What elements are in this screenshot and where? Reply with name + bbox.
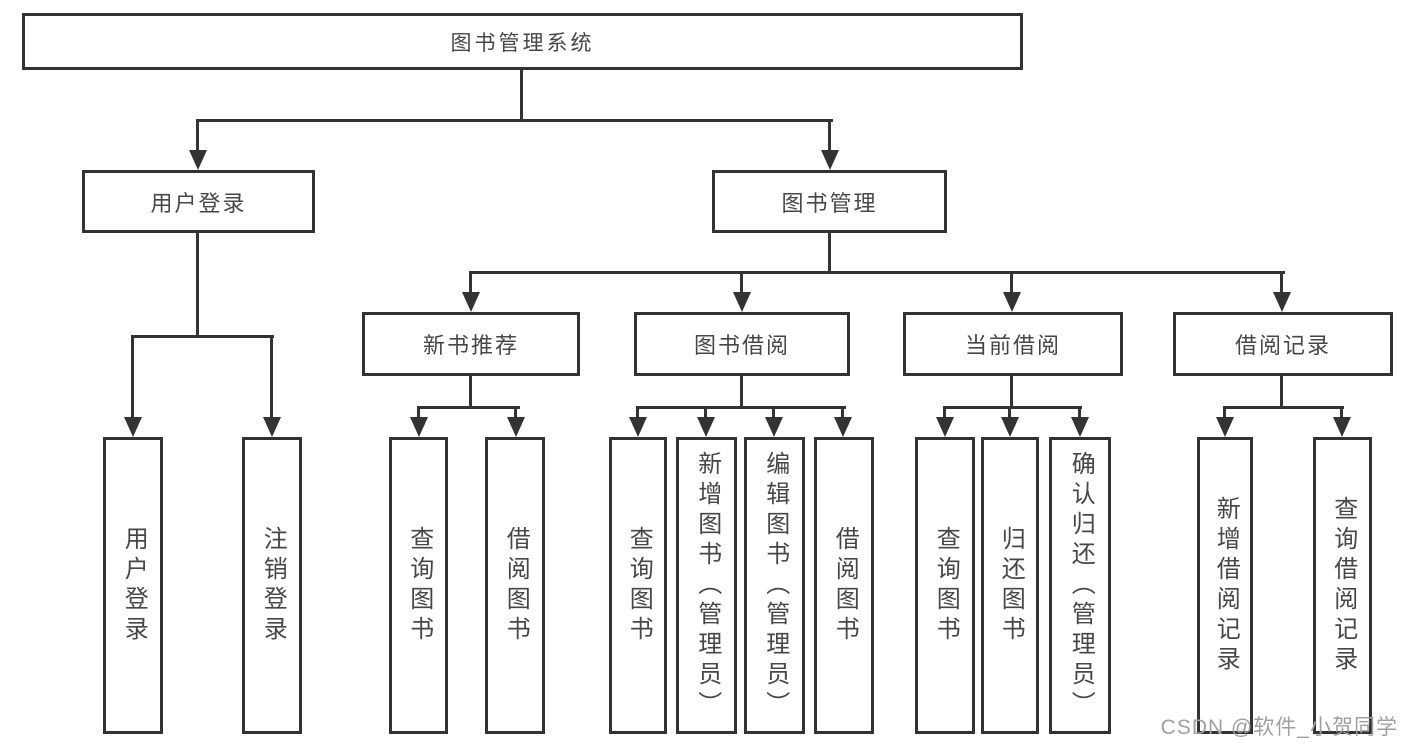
node-label: 图书管理 xyxy=(781,190,878,216)
arrowhead-down xyxy=(764,417,783,437)
connector-line xyxy=(841,407,844,420)
leaf-query-borrow-record: 查询借阅记录 xyxy=(1313,437,1372,734)
leaf-query-books-current: 查询图书 xyxy=(915,437,975,734)
connector-line xyxy=(131,335,274,338)
connector-line xyxy=(704,407,707,420)
connector-line xyxy=(1010,272,1013,295)
leaf-borrow-books: 借阅图书 xyxy=(814,437,874,734)
leaf-query-books-borrowing: 查询图书 xyxy=(609,437,667,734)
arrowhead-down xyxy=(1002,292,1021,312)
arrowhead-down xyxy=(1272,292,1291,312)
connector-line xyxy=(1078,407,1081,420)
connector-line xyxy=(469,272,472,295)
node-label: 查询图书 xyxy=(932,525,960,646)
node-label: 用户登录 xyxy=(150,190,247,216)
arrowhead-down xyxy=(935,417,954,437)
connector-line xyxy=(1223,407,1226,420)
leaf-confirm-return-admin: 确认归还（管理员） xyxy=(1049,437,1111,734)
node-new-book-recommendation: 新书推荐 xyxy=(362,312,580,376)
connector-line xyxy=(417,406,520,409)
leaf-user-login: 用户登录 xyxy=(103,437,163,734)
node-user-login: 用户登录 xyxy=(82,170,315,233)
connector-line xyxy=(469,271,1285,274)
connector-line xyxy=(196,233,199,336)
connector-line xyxy=(828,233,831,273)
node-label: 注销登录 xyxy=(259,525,287,646)
leaf-logout: 注销登录 xyxy=(242,437,302,734)
connector-line xyxy=(636,406,846,409)
node-label: 新书推荐 xyxy=(422,333,519,358)
node-label: 借阅图书 xyxy=(831,525,859,646)
arrowhead-down xyxy=(461,292,480,312)
connector-line xyxy=(270,336,273,421)
connector-line xyxy=(1340,407,1343,420)
node-book-borrowing: 图书借阅 xyxy=(634,312,850,376)
node-label: 借阅图书 xyxy=(502,525,530,646)
connector-line xyxy=(1010,376,1013,407)
node-label: 用户登录 xyxy=(120,525,148,646)
node-current-borrowing: 当前借阅 xyxy=(903,312,1123,376)
connector-line xyxy=(520,70,523,121)
connector-line xyxy=(636,407,639,420)
arrowhead-down xyxy=(188,150,207,170)
connector-line xyxy=(1280,376,1283,407)
arrowhead-down xyxy=(1215,417,1234,437)
leaf-add-books-admin: 新增图书（管理员） xyxy=(676,437,737,734)
connector-line xyxy=(469,376,472,407)
connector-line xyxy=(772,407,775,420)
leaf-add-borrow-record: 新增借阅记录 xyxy=(1197,437,1253,734)
connector-line xyxy=(740,376,743,407)
leaf-edit-books-admin: 编辑图书（管理员） xyxy=(744,437,805,734)
arrowhead-down xyxy=(409,417,428,437)
arrowhead-down xyxy=(732,292,751,312)
connector-line xyxy=(1223,406,1344,409)
connector-line xyxy=(740,272,743,295)
node-book-management: 图书管理 xyxy=(712,170,947,233)
node-borrowing-records: 借阅记录 xyxy=(1173,312,1393,376)
connector-line xyxy=(1280,272,1283,295)
arrowhead-down xyxy=(628,417,647,437)
leaf-return-books: 归还图书 xyxy=(981,437,1039,734)
arrowhead-down xyxy=(1332,417,1351,437)
node-label: 归还图书 xyxy=(997,525,1025,646)
node-label: 新增图书（管理员） xyxy=(693,450,721,721)
connector-line xyxy=(514,407,517,420)
connector-line xyxy=(1008,407,1011,420)
node-label: 编辑图书（管理员） xyxy=(761,450,789,721)
node-label: 查询图书 xyxy=(405,525,433,646)
leaf-borrow-books-recommend: 借阅图书 xyxy=(485,437,545,734)
connector-line xyxy=(196,119,833,122)
arrowhead-down xyxy=(262,417,281,437)
connector-line xyxy=(943,407,946,420)
arrowhead-down xyxy=(696,417,715,437)
node-label: 查询借阅记录 xyxy=(1329,495,1357,676)
connector-line xyxy=(417,407,420,420)
csdn-watermark: CSDN @软件_小贺同学 xyxy=(1160,716,1398,739)
connector-line xyxy=(196,120,199,154)
leaf-query-books-recommend: 查询图书 xyxy=(389,437,448,734)
node-label: 新增借阅记录 xyxy=(1212,495,1240,676)
connector-line xyxy=(828,120,831,154)
node-label: 图书借阅 xyxy=(693,333,790,358)
arrowhead-down xyxy=(1000,417,1019,437)
node-label: 当前借阅 xyxy=(964,333,1061,358)
node-label: 图书管理系统 xyxy=(450,31,595,55)
connector-line xyxy=(943,406,1082,409)
node-library-management-system: 图书管理系统 xyxy=(22,13,1023,70)
arrowhead-down xyxy=(820,150,839,170)
node-label: 查询图书 xyxy=(625,525,653,646)
arrowhead-down xyxy=(123,417,142,437)
node-label: 借阅记录 xyxy=(1234,333,1331,358)
arrowhead-down xyxy=(1070,417,1089,437)
node-label: 确认归还（管理员） xyxy=(1067,450,1095,721)
arrowhead-down xyxy=(833,417,852,437)
arrowhead-down xyxy=(506,417,525,437)
connector-line xyxy=(131,336,134,421)
